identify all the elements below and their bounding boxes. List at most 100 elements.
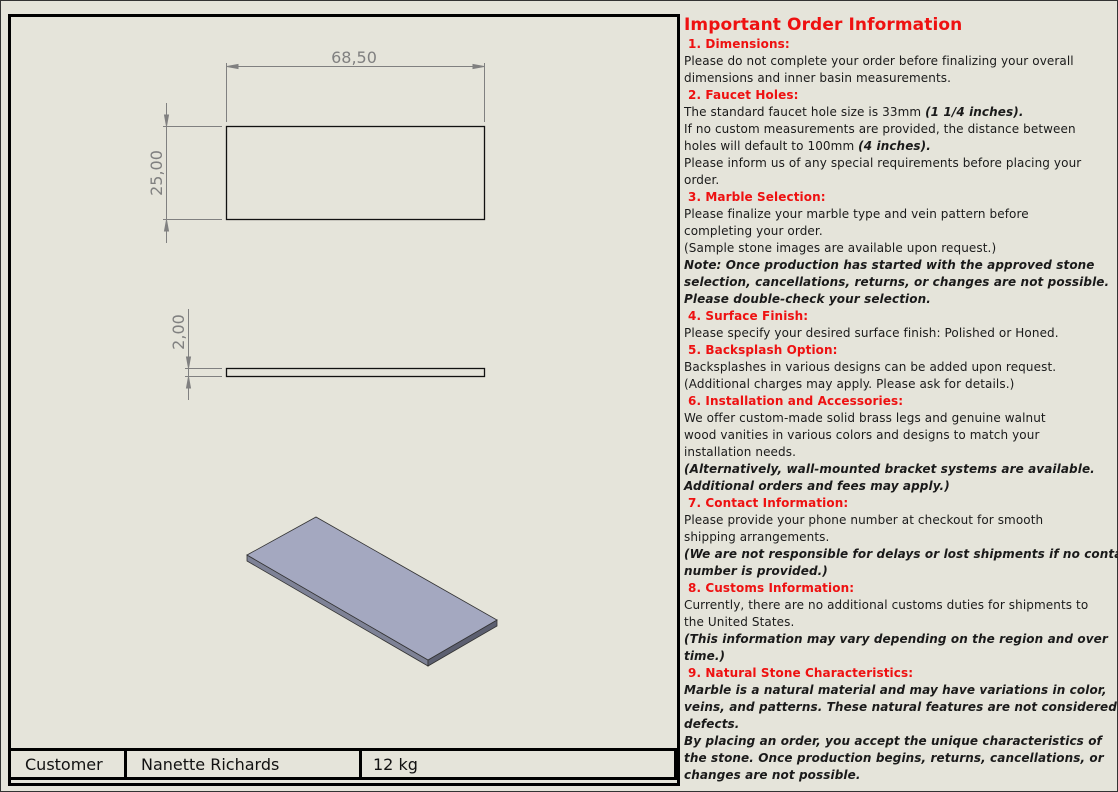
info-line: Backsplashes in various designs can be a… [684, 359, 1114, 376]
section-heading: 7. Contact Information: [684, 495, 1114, 512]
info-line: (Additional charges may apply. Please as… [684, 376, 1114, 393]
info-line: holes will default to 100mm (4 inches). [684, 138, 1114, 155]
body-text: Backsplashes in various designs can be a… [684, 360, 1057, 374]
info-line: If no custom measurements are provided, … [684, 121, 1114, 138]
emphasis-text: Note: Once production has started with t… [684, 258, 1095, 272]
body-text: installation needs. [684, 445, 797, 459]
drawing-frame [8, 14, 680, 786]
emphasis-text: time.) [684, 649, 726, 663]
customer-label: Customer [8, 748, 127, 780]
emphasis-text: Marble is a natural material and may hav… [684, 683, 1107, 697]
emphasis-text: (1 1/4 inches). [925, 105, 1024, 119]
height-dimension-label: 25,00 [147, 150, 166, 196]
heading-text: 1. Dimensions: [688, 37, 790, 51]
arrowhead [226, 63, 485, 70]
emphasis-text: changes are not possible. [684, 768, 861, 782]
info-line: installation needs. [684, 444, 1114, 461]
body-text: The standard faucet hole size is 33mm [684, 105, 926, 119]
thickness-dimension-label: 2,00 [169, 314, 188, 350]
section-heading: 3. Marble Selection: [684, 189, 1114, 206]
body-text: order. [684, 173, 720, 187]
info-line: (Sample stone images are available upon … [684, 240, 1114, 257]
info-line: Please provide your phone number at chec… [684, 512, 1114, 529]
body-text: dimensions and inner basin measurements. [684, 71, 952, 85]
info-line: Currently, there are no additional custo… [684, 597, 1114, 614]
info-line: shipping arrangements. [684, 529, 1114, 546]
info-line: Note: Once production has started with t… [684, 257, 1114, 274]
body-text: Please specify your desired surface fini… [684, 326, 1059, 340]
info-line: time.) [684, 648, 1114, 665]
section-heading: 9. Natural Stone Characteristics: [684, 665, 1114, 682]
heading-text: 6. Installation and Accessories: [688, 394, 904, 408]
emphasis-text: (We are not responsible for delays or lo… [684, 547, 1118, 561]
emphasis-text: (This information may vary depending on … [684, 632, 1108, 646]
info-line: We offer custom-made solid brass legs an… [684, 410, 1114, 427]
customer-name: Nanette Richards [124, 748, 362, 780]
info-line: The standard faucet hole size is 33mm (1… [684, 104, 1114, 121]
body-text: We offer custom-made solid brass legs an… [684, 411, 1046, 425]
top-view-outline [225, 125, 486, 221]
heading-text: 5. Backsplash Option: [688, 343, 838, 357]
body-text: holes will default to 100mm [684, 139, 859, 153]
body-text: the United States. [684, 615, 795, 629]
heading-text: 8. Customs Information: [688, 581, 855, 595]
info-line: wood vanities in various colors and desi… [684, 427, 1114, 444]
emphasis-text: the stone. Once production begins, retur… [684, 751, 1104, 765]
order-information-panel: Important Order Information 1. Dimension… [684, 14, 1118, 784]
section-heading: 1. Dimensions: [684, 36, 1114, 53]
heading-text: 3. Marble Selection: [688, 190, 826, 204]
body-text: Please finalize your marble type and vei… [684, 207, 1029, 221]
info-line: the United States. [684, 614, 1114, 631]
section-heading: 6. Installation and Accessories: [684, 393, 1114, 410]
section-heading: 4. Surface Finish: [684, 308, 1114, 325]
info-line: defects. [684, 716, 1114, 733]
info-line: veins, and patterns. These natural featu… [684, 699, 1117, 716]
info-line: dimensions and inner basin measurements. [684, 70, 1114, 87]
slab-top-face [246, 516, 498, 661]
heading-text: 9. Natural Stone Characteristics: [688, 666, 914, 680]
info-line: (We are not responsible for delays or lo… [684, 546, 1118, 563]
weight-value: 12 kg [359, 748, 677, 780]
side-view-outline [225, 367, 486, 378]
section-heading: 8. Customs Information: [684, 580, 1114, 597]
heading-text: 4. Surface Finish: [688, 309, 809, 323]
info-line: (Alternatively, wall-mounted bracket sys… [684, 461, 1114, 478]
body-text: Currently, there are no additional custo… [684, 598, 1089, 612]
info-line: Please finalize your marble type and vei… [684, 206, 1114, 223]
emphasis-text: By placing an order, you accept the uniq… [684, 734, 1102, 748]
emphasis-text: Additional orders and fees may apply.) [684, 479, 950, 493]
emphasis-text: selection, cancellations, returns, or ch… [684, 275, 1110, 289]
heading-text: 2. Faucet Holes: [688, 88, 799, 102]
info-line: (This information may vary depending on … [684, 631, 1114, 648]
body-text: Please do not complete your order before… [684, 54, 1074, 68]
technical-drawing: 68,50 25,00 2,00 [147, 48, 498, 667]
section-heading: 5. Backsplash Option: [684, 342, 1114, 359]
emphasis-text: number is provided.) [684, 564, 828, 578]
emphasis-text: (4 inches). [858, 139, 931, 153]
emphasis-text: defects. [684, 717, 740, 731]
info-line: Please do not complete your order before… [684, 53, 1114, 70]
info-line: selection, cancellations, returns, or ch… [684, 274, 1114, 291]
body-text: completing your order. [684, 224, 823, 238]
body-text: Please inform us of any special requirem… [684, 156, 1082, 170]
info-line: order. [684, 172, 1114, 189]
emphasis-text: veins, and patterns. These natural featu… [684, 700, 1117, 714]
info-line: changes are not possible. [684, 767, 1114, 784]
info-line: Please double-check your selection. [684, 291, 1114, 308]
body-text: If no custom measurements are provided, … [684, 122, 1076, 136]
info-line: By placing an order, you accept the uniq… [684, 733, 1114, 750]
info-line: number is provided.) [684, 563, 1114, 580]
body-text: (Sample stone images are available upon … [684, 241, 997, 255]
emphasis-text: Please double-check your selection. [684, 292, 931, 306]
section-heading: 2. Faucet Holes: [684, 87, 1114, 104]
emphasis-text: (Alternatively, wall-mounted bracket sys… [684, 462, 1095, 476]
width-dimension-label: 68,50 [331, 48, 377, 67]
info-title: Important Order Information [684, 15, 963, 35]
body-text: (Additional charges may apply. Please as… [684, 377, 1015, 391]
info-line: the stone. Once production begins, retur… [684, 750, 1114, 767]
info-line: completing your order. [684, 223, 1114, 240]
info-line: Please specify your desired surface fini… [684, 325, 1114, 342]
heading-text: 7. Contact Information: [688, 496, 849, 510]
body-text: wood vanities in various colors and desi… [684, 428, 1040, 442]
body-text: Please provide your phone number at chec… [684, 513, 1044, 527]
